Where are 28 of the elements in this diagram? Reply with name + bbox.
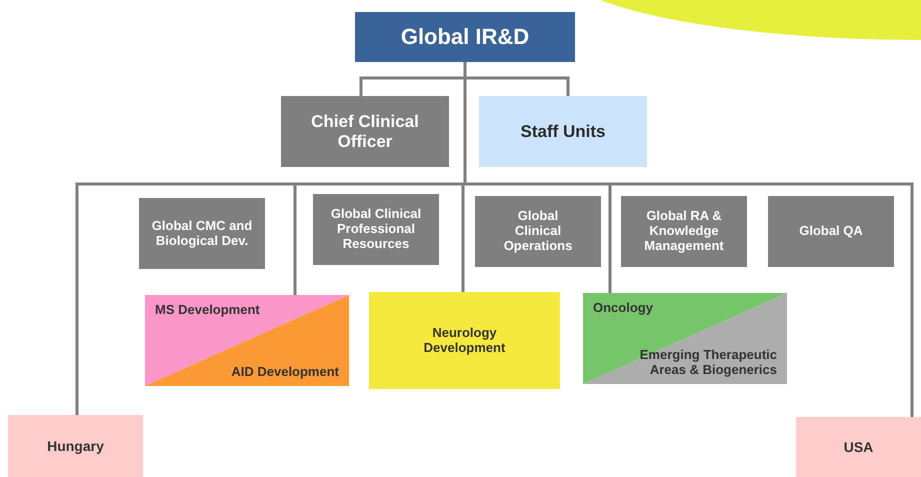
unit-box [281, 96, 449, 167]
unit-label: Global QA [799, 224, 863, 239]
unit-box [796, 417, 921, 477]
unit-box [8, 415, 143, 477]
unit-label: Oncology [593, 301, 654, 316]
unit-label: Global RA & Knowledge Management [643, 209, 725, 254]
unit-box [475, 196, 601, 267]
unit-label: Emerging Therapeutic Areas & Biogenerics [638, 348, 777, 378]
unit-label: Global IR&D [400, 24, 530, 50]
unit-label: Hungary [47, 438, 104, 454]
unit-label: USA [844, 438, 874, 456]
unit-box [621, 196, 747, 267]
unit-label: Global Clinical Professional Resources [330, 207, 422, 252]
unit-box [313, 194, 439, 265]
unit-box [139, 198, 265, 269]
unit-label: Chief Clinical Officer [310, 112, 420, 152]
unit-label: AID Development [230, 365, 339, 380]
unit-label: Staff Units [520, 122, 606, 142]
unit-label: MS Development [155, 303, 261, 318]
unit-label: Global CMC and Biological Dev. [150, 218, 254, 248]
unit-box [355, 12, 575, 62]
unit-label: Global Clinical Operations [502, 209, 574, 254]
unit-box [768, 196, 894, 267]
unit-box [479, 96, 647, 167]
unit-box [369, 292, 560, 389]
split-unit-box [583, 293, 787, 384]
unit-label: Neurology Development [422, 326, 506, 356]
split-unit-box [145, 295, 349, 386]
